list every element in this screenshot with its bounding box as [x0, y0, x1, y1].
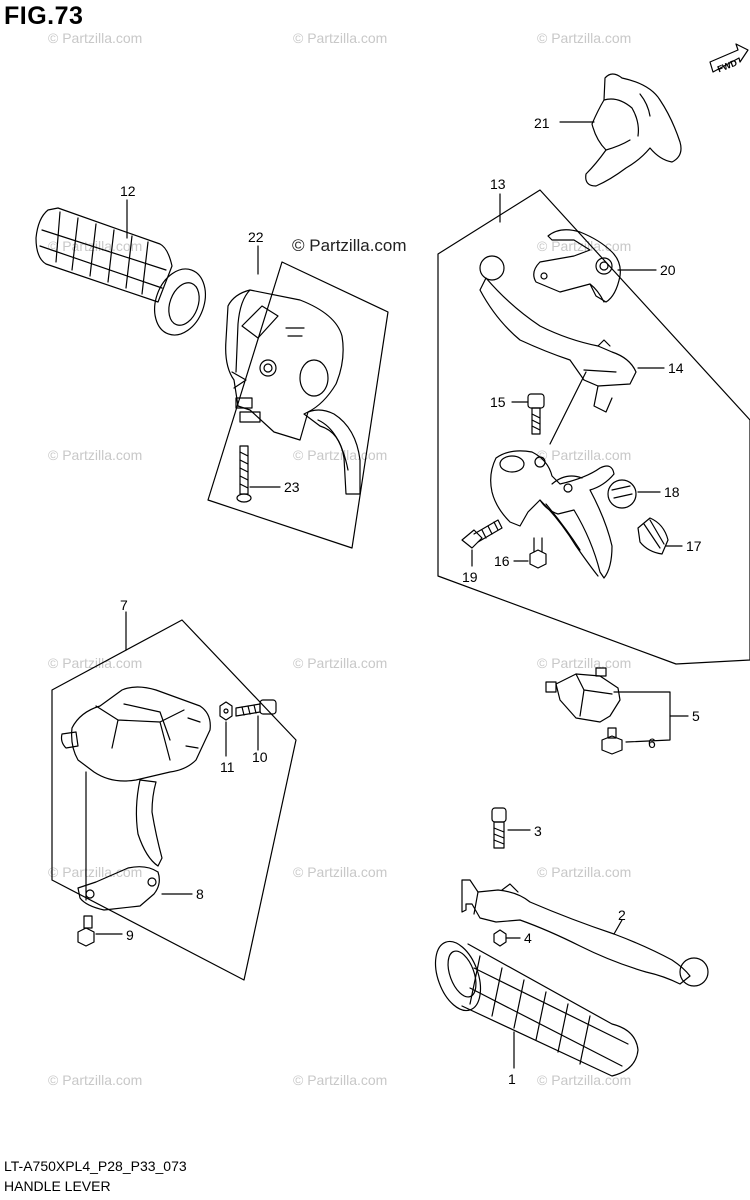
callout-12: 12 — [120, 183, 136, 199]
fwd-arrow-icon: FWD — [709, 43, 749, 74]
watermark: © Partzilla.com — [48, 1072, 143, 1088]
callout-5: 5 — [692, 708, 700, 724]
callout-19: 19 — [462, 569, 478, 585]
watermark: © Partzilla.com — [48, 864, 143, 880]
watermark: © Partzilla.com — [293, 655, 388, 671]
callout-20: 20 — [660, 262, 676, 278]
assembly-box-13 — [437, 189, 750, 665]
watermark: © Partzilla.com — [537, 655, 632, 671]
part-2-lever — [461, 879, 709, 987]
part-14-lever — [479, 255, 637, 413]
watermark: © Partzilla.com — [537, 864, 632, 880]
watermark: © Partzilla.com — [293, 447, 388, 463]
watermark: © Partzilla.com — [48, 30, 143, 46]
watermark: © Partzilla.com — [537, 447, 632, 463]
leader-line — [613, 919, 623, 935]
watermark: © Partzilla.com — [537, 30, 632, 46]
callout-13: 13 — [490, 176, 506, 192]
part-19-bolt — [461, 519, 503, 549]
part-9-screw — [77, 915, 95, 947]
callout-3: 3 — [534, 823, 542, 839]
part-1-grip — [434, 940, 639, 1077]
watermark-primary: © Partzilla.com — [292, 236, 407, 255]
callout-1: 1 — [508, 1071, 516, 1087]
watermark: © Partzilla.com — [48, 238, 143, 254]
callout-2: 2 — [618, 907, 626, 923]
callout-8: 8 — [196, 886, 204, 902]
part-17-boot — [637, 517, 669, 555]
drawing-code: LT-A750XPL4_P28_P33_073 — [4, 1158, 187, 1174]
watermark: © Partzilla.com — [293, 864, 388, 880]
part-22-switch — [225, 289, 361, 495]
figure-title: FIG.73 — [4, 2, 84, 30]
part-7-throttle — [60, 686, 211, 901]
master-cylinder-body — [490, 450, 615, 579]
part-5-switch — [545, 667, 621, 723]
callout-14: 14 — [668, 360, 684, 376]
callout-9: 9 — [126, 927, 134, 943]
part-21-cover — [585, 73, 682, 187]
watermark: © Partzilla.com — [537, 1072, 632, 1088]
callout-23: 23 — [284, 479, 300, 495]
assembly-box-22 — [207, 261, 389, 549]
callout-11: 11 — [220, 759, 235, 775]
callout-15: 15 — [490, 394, 506, 410]
part-11-nut — [219, 701, 233, 721]
part-12-grip — [35, 207, 206, 336]
part-10-bolt — [235, 699, 277, 717]
callout-6: 6 — [648, 735, 656, 751]
callout-16: 16 — [494, 553, 510, 569]
part-8-bracket — [77, 866, 160, 911]
watermark: © Partzilla.com — [293, 30, 388, 46]
part-18-cap — [607, 479, 637, 509]
callout-4: 4 — [524, 930, 532, 946]
part-16-nut — [529, 537, 547, 569]
part-4-nut — [493, 929, 507, 947]
callout-10: 10 — [252, 749, 268, 765]
callout-22: 22 — [248, 229, 264, 245]
part-20-bracket — [533, 229, 621, 303]
callout-18: 18 — [664, 484, 680, 500]
callout-7: 7 — [120, 597, 128, 613]
assembly-box-7 — [51, 619, 297, 981]
callout-21: 21 — [534, 115, 550, 131]
figure-caption: HANDLE LEVER — [4, 1178, 111, 1194]
leader-bracket — [613, 691, 671, 743]
callout-17: 17 — [686, 538, 702, 554]
part-15-bolt — [527, 393, 545, 435]
watermark: © Partzilla.com — [48, 447, 143, 463]
part-6-screw — [601, 727, 623, 755]
watermark: © Partzilla.com — [48, 655, 143, 671]
part-3-bolt — [491, 807, 507, 849]
part-23-screw — [236, 445, 252, 503]
leader-line — [549, 371, 587, 445]
watermark: © Partzilla.com — [293, 1072, 388, 1088]
